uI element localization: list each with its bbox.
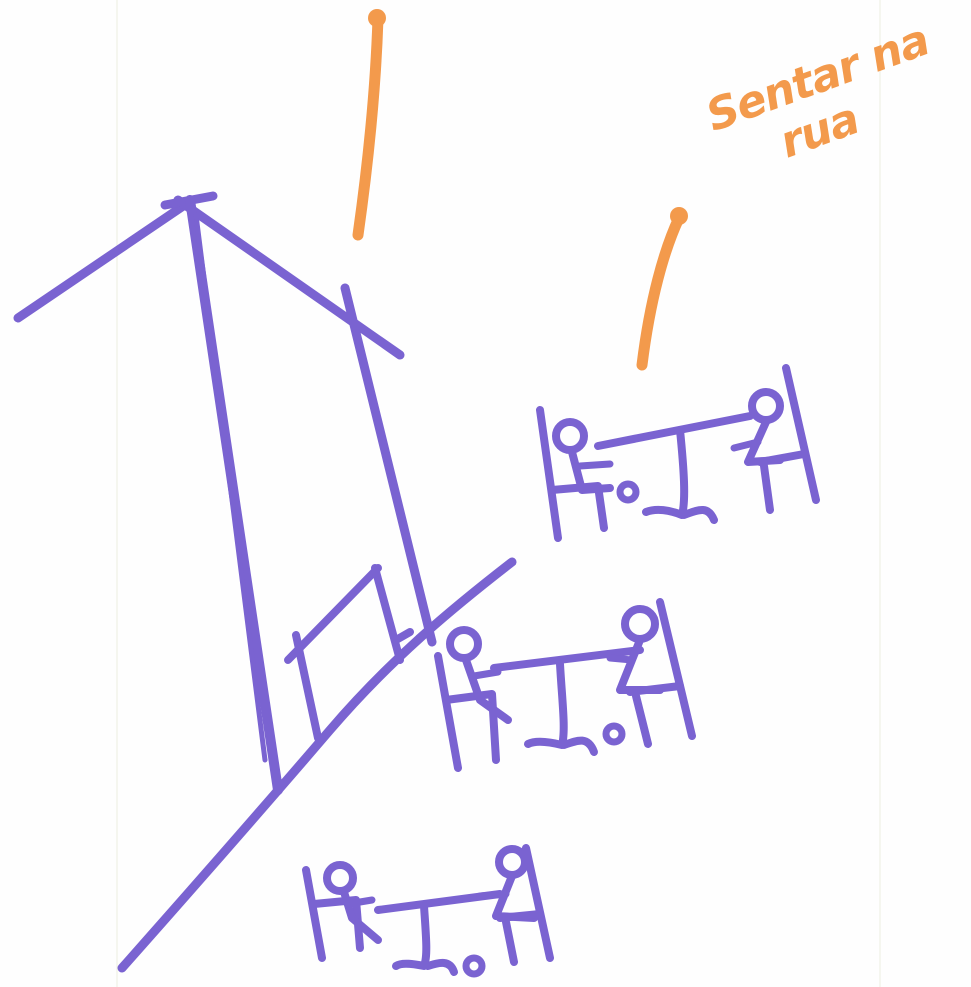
door-right [371,564,404,664]
middle-right-person-arm [606,654,636,664]
door-mark [392,628,414,644]
door-left [292,631,322,742]
bottom-table-cup [462,954,486,978]
building-wall-right [340,283,437,647]
bottom-table-leg [392,902,458,976]
building-drawing [13,191,437,795]
bottom-right-chair-seat [496,910,544,966]
bottom-left-chair-back [302,866,326,962]
middle-right-person-body [616,636,664,694]
orange-stroke-right-dot [670,207,688,225]
middle-left-person-body [462,656,512,724]
top-left-chair-back [536,406,562,542]
orange-stroke-left-dot [368,9,386,27]
bottom-left-person-arm [344,896,376,908]
middle-table-leg [524,660,598,756]
top-right-person-arm [730,438,762,452]
table-group-middle [434,598,696,772]
orange-stroke-left [352,12,384,241]
bottom-right-chair-back [522,844,554,962]
bottom-left-person-body [340,888,382,944]
top-table-top [594,412,754,450]
top-table-cup [616,480,640,504]
street-line [117,557,517,973]
top-right-chair-seat [756,450,808,514]
top-table-leg [642,426,718,524]
middle-left-chair-back [434,652,462,772]
orange-stroke-right [636,212,685,371]
middle-table-top [490,646,644,672]
middle-right-chair-seat [626,682,684,748]
building-wall-left-inner [193,212,268,763]
middle-table-cup [602,722,626,746]
top-right-person-head [748,388,784,424]
table-group-top [536,364,820,542]
bottom-left-person-head [323,861,357,895]
middle-right-person-head [621,605,659,643]
top-left-person-arm [576,460,614,470]
middle-right-chair-back [656,598,696,740]
middle-left-person-head [446,626,482,662]
top-right-chair-back [782,364,820,504]
bottom-right-person-arm [476,890,510,900]
table-group-bottom [302,844,554,978]
middle-left-person-arm [470,668,502,680]
door-top [284,564,382,664]
bottom-right-person-head [495,845,529,879]
top-left-person-body [568,448,614,494]
orange-annotation-strokes [352,9,688,371]
top-left-person-head [552,418,588,454]
roof-left [13,195,197,323]
middle-left-chair-seat [442,690,500,764]
roof-right [173,195,405,360]
